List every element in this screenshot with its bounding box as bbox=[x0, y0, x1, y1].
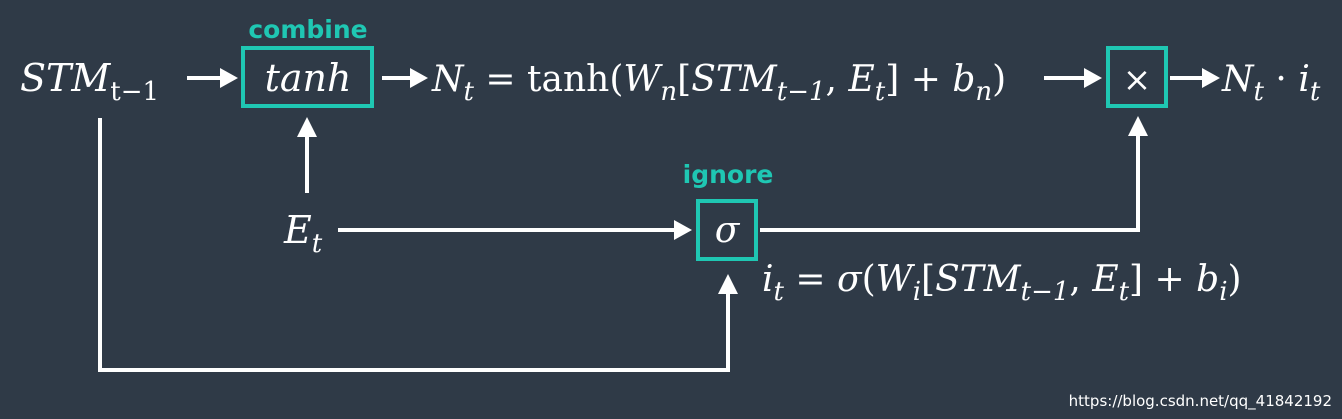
arrow-head-icon bbox=[297, 117, 317, 137]
ignore-gate-box bbox=[696, 199, 758, 261]
nt-equation: Nt = tanh(Wn[STMt−1, Et] + bn) bbox=[431, 59, 1006, 107]
arrow-stm-to-sigma bbox=[98, 118, 730, 372]
gate-boxes bbox=[241, 46, 1168, 261]
sigma-gate-text: σ bbox=[715, 210, 741, 251]
stm-base: STM bbox=[20, 56, 111, 100]
et-base: E bbox=[283, 208, 312, 252]
arrow-head-icon bbox=[718, 274, 738, 294]
tanh-gate-box bbox=[241, 46, 374, 108]
ignore-label: ignore bbox=[683, 160, 774, 189]
arrow-head-icon bbox=[674, 220, 692, 240]
arrow-head-icon bbox=[1128, 116, 1148, 136]
arrow-head-icon bbox=[1084, 68, 1102, 88]
multiply-gate-box bbox=[1106, 46, 1168, 108]
arrow-head-icon bbox=[220, 68, 238, 88]
et-input-label: Et bbox=[283, 208, 323, 259]
output-expression: Nt · it bbox=[1221, 59, 1321, 107]
arrow-head-icon bbox=[410, 68, 428, 88]
it-equation: it = σ(Wi[STMt−1, Et] + bi) bbox=[762, 259, 1242, 307]
stm-input-label: STMt−1 bbox=[20, 56, 159, 107]
arrow-sigma-to-multiply bbox=[760, 134, 1140, 232]
watermark-url: https://blog.csdn.net/qq_41842192 bbox=[1069, 392, 1332, 411]
et-subscript: t bbox=[312, 229, 323, 259]
tanh-gate-text: tanh bbox=[265, 56, 352, 100]
connectors bbox=[98, 68, 1220, 372]
arrow-head-icon bbox=[1202, 68, 1220, 88]
stm-subscript: t−1 bbox=[110, 77, 159, 107]
combine-label: combine bbox=[248, 15, 367, 44]
multiply-gate-text: × bbox=[1123, 60, 1152, 100]
